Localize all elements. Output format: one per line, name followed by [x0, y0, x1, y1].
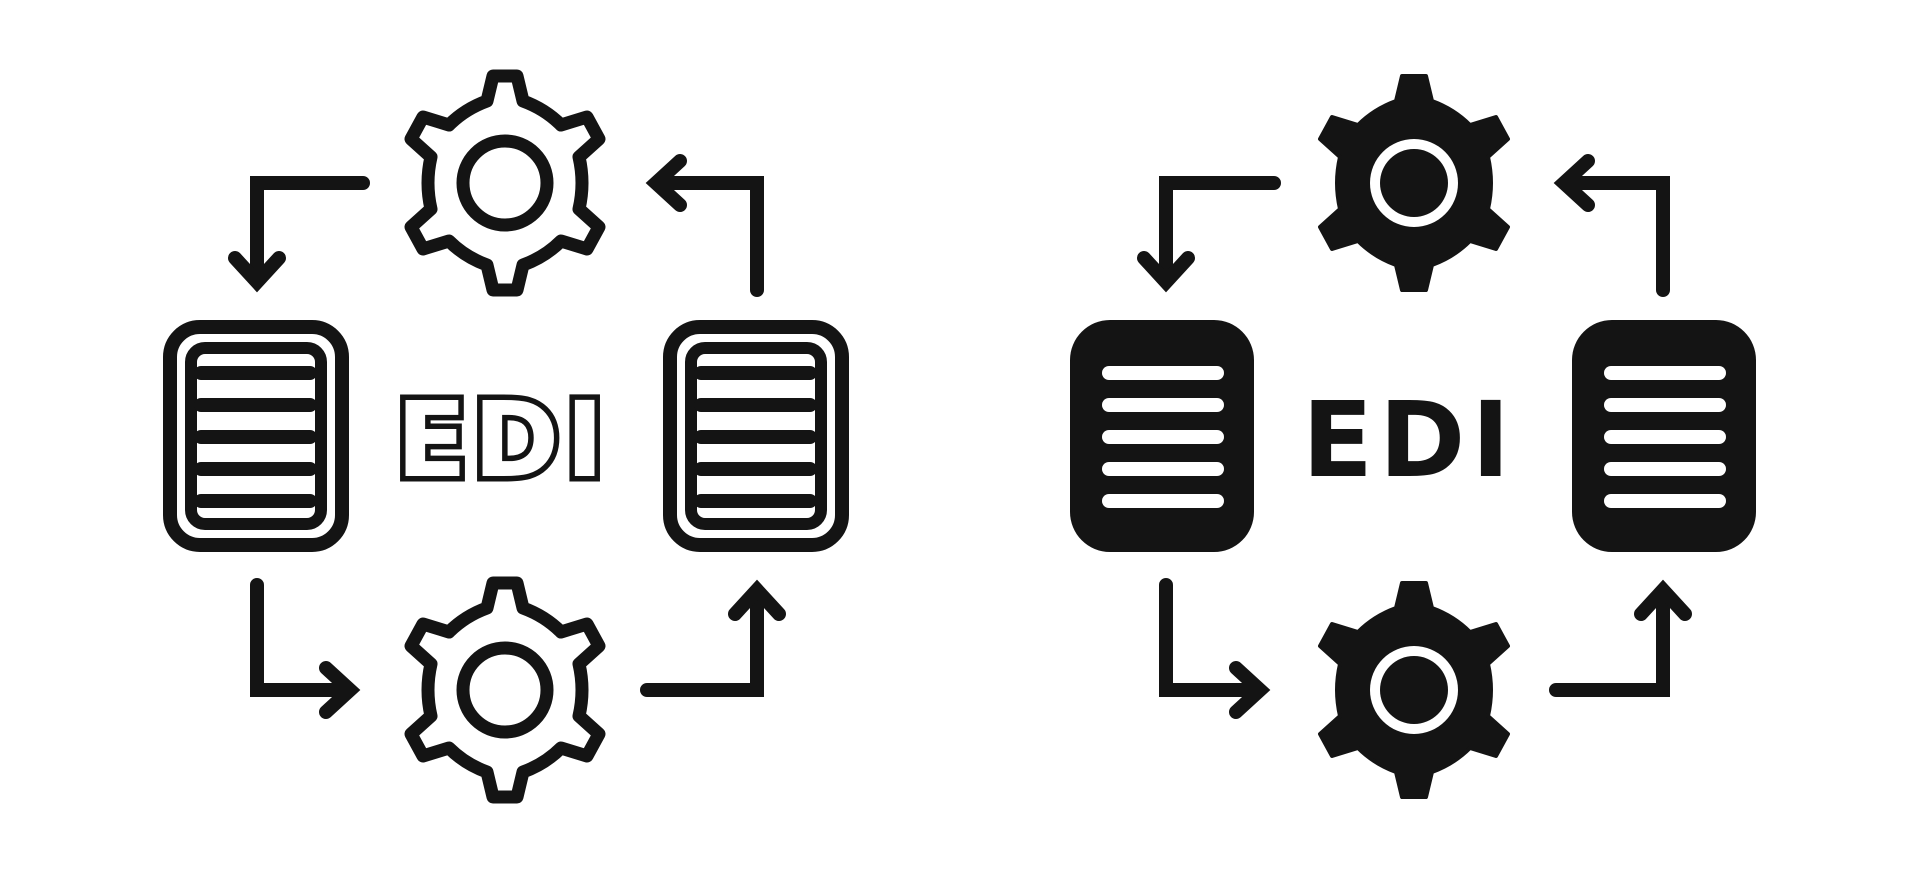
arrow-icon: [235, 176, 370, 282]
gear-icon: [411, 583, 599, 797]
arrow-icon: [1144, 176, 1281, 282]
document-icon: [1572, 320, 1756, 552]
solid-edi-icon: [1070, 74, 1756, 799]
arrow-icon: [250, 578, 350, 712]
arrow-icon: [1549, 590, 1685, 697]
edi-label: EDI: [390, 379, 611, 501]
edi-label: EDI: [1302, 379, 1517, 501]
document-icon: [163, 320, 349, 552]
arrow-icon: [1564, 161, 1670, 297]
outline-edi-icon: [163, 76, 849, 797]
arrow-icon: [1159, 578, 1260, 712]
arrow-icon: [656, 161, 764, 297]
gear-icon: [1318, 74, 1510, 292]
document-icon: [1070, 320, 1254, 552]
gear-icon: [411, 76, 599, 290]
gear-icon: [1318, 581, 1510, 799]
arrow-icon: [640, 590, 779, 697]
document-icon: [663, 320, 849, 552]
